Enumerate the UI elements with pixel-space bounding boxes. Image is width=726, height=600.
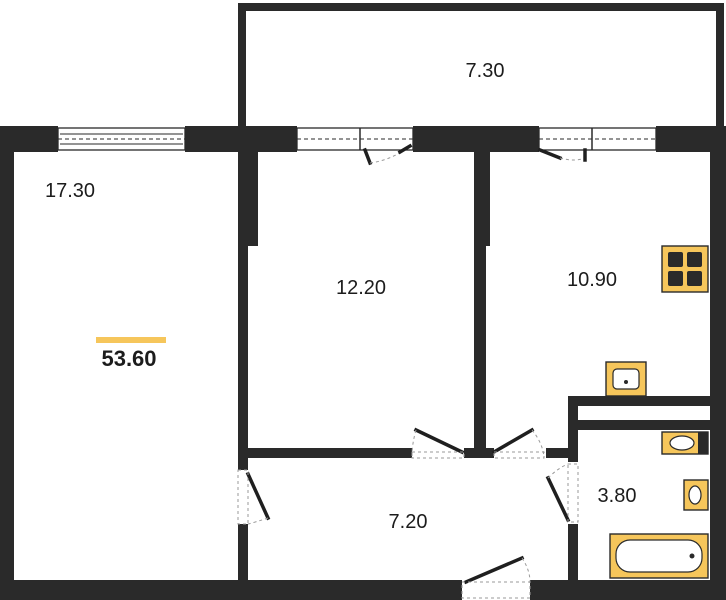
total-area: 53.60: [101, 346, 156, 371]
balcony-door-kitchen: [537, 147, 587, 162]
interior-walls: [238, 148, 714, 582]
room-area-bathroom: 3.80: [598, 485, 637, 507]
room-area-living-room: 17.30: [45, 180, 95, 202]
window-living-room: [57, 127, 186, 151]
door-bedroom: [411, 427, 465, 459]
balcony: [238, 3, 724, 129]
room-area-balcony: 7.30: [466, 60, 505, 82]
total-area-underline: [96, 337, 166, 343]
door-living-room: [237, 469, 271, 525]
stove-icon: [661, 245, 709, 293]
room-area-bedroom: 12.20: [336, 277, 386, 299]
balcony-door-bedroom: [362, 143, 413, 166]
toilet-icon: [661, 431, 709, 455]
bathtub-icon: [609, 533, 709, 579]
room-area-hallway: 7.20: [389, 511, 428, 533]
room-area-kitchen: 10.90: [567, 269, 617, 291]
washbasin-icon: [683, 479, 709, 511]
window-kitchen: [538, 127, 657, 151]
door-kitchen: [491, 427, 545, 459]
kitchen-sink-icon: [605, 361, 647, 397]
window-bedroom: [296, 127, 414, 151]
exterior-walls: [0, 126, 726, 600]
door-bathroom: [545, 463, 579, 523]
entrance-door: [461, 555, 531, 599]
